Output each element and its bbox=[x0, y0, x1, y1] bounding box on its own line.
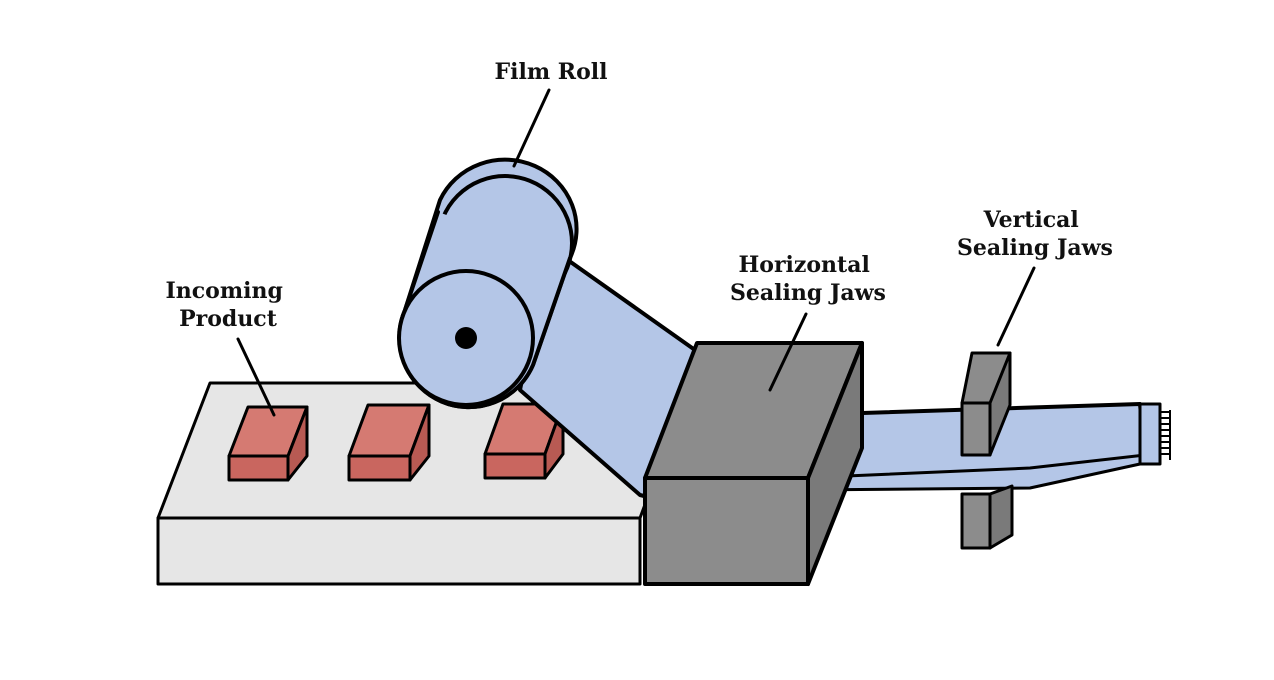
film-tube-end bbox=[1138, 402, 1162, 466]
incoming-product-leader bbox=[236, 337, 276, 417]
incoming-products bbox=[227, 402, 565, 482]
product-box bbox=[347, 403, 431, 482]
leader-lines bbox=[236, 88, 1036, 417]
vertical-jaws-leader bbox=[996, 266, 1036, 347]
lower-vertical-jaw bbox=[960, 492, 992, 550]
incoming-product-label: Incoming Product bbox=[165, 278, 290, 332]
horizontal-jaws-leader bbox=[768, 312, 808, 392]
film-roll-core bbox=[455, 327, 477, 349]
product-box bbox=[227, 405, 309, 482]
film-roll-label: Film Roll bbox=[495, 59, 608, 85]
horizontal-sealing-jaws bbox=[643, 341, 864, 586]
conveyor-front bbox=[156, 516, 642, 586]
film-roll bbox=[397, 157, 579, 410]
upper-vertical-jaw bbox=[960, 401, 992, 457]
film-roll-leader bbox=[512, 88, 551, 168]
film-tube-crimp bbox=[1160, 410, 1171, 460]
vertical-sealing-jaws bbox=[960, 351, 1014, 550]
vertical-sealing-jaws-label: Vertical Sealing Jaws bbox=[957, 207, 1113, 261]
horizontal-sealing-jaws-label: Horizontal Sealing Jaws bbox=[730, 252, 886, 306]
